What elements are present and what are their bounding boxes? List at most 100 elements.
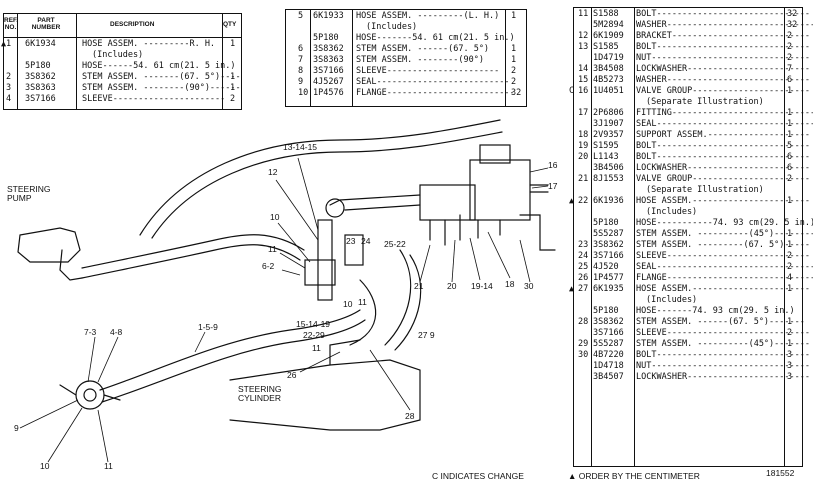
- callout-21: 21: [414, 281, 424, 291]
- table2-col-part: [310, 9, 311, 106]
- row-quantity: 1: [787, 284, 793, 294]
- callout-7-3: 7-3: [84, 327, 97, 337]
- row-quantity: 4: [787, 273, 793, 283]
- row-part-number: 3S8362: [313, 44, 344, 54]
- row-part-number: 3S8362: [593, 240, 624, 250]
- leader-12: [275, 179, 319, 241]
- row-description: STEM ASSEM. --------(90°)------: [82, 83, 241, 93]
- row-ref-number: 11: [578, 9, 589, 19]
- row-ref-number: 10: [298, 88, 309, 98]
- row-ref-number: 19: [578, 141, 589, 151]
- hose-lower-long-b: [101, 319, 366, 403]
- row-ref-number: 17: [578, 108, 589, 118]
- hose-lower-1: [349, 279, 377, 346]
- change-note: C INDICATES CHANGE: [432, 471, 524, 481]
- callout-28: 28: [405, 411, 415, 421]
- row-description: HOSE-----------74. 93 cm(29. 5 in.): [636, 218, 813, 228]
- table1-header-ref: REF. NO.: [4, 17, 19, 31]
- pipe-valve-left: [329, 194, 421, 206]
- row-quantity: 1: [787, 317, 793, 327]
- leader-28: [369, 349, 411, 411]
- row-part-number: 5P180: [25, 61, 51, 71]
- row-description: (Separate Illustration): [646, 97, 764, 107]
- row-quantity: 2: [787, 251, 793, 261]
- row-quantity: 3: [787, 372, 793, 382]
- row-part-number: 3S7166: [593, 251, 624, 261]
- table3-frame: [573, 7, 803, 467]
- hose-lower-3: [394, 254, 422, 351]
- row-part-number: 5S5287: [593, 339, 624, 349]
- callout-9: 9: [14, 423, 19, 433]
- parts-row: 15 4B5273 WASHER--------------------------…: [573, 75, 810, 86]
- row-part-number: 1P4576: [313, 88, 344, 98]
- row-quantity: 1: [230, 83, 236, 93]
- row-mark: ▲: [1, 39, 7, 49]
- row-quantity: 1: [787, 339, 793, 349]
- row-ref-number: 15: [578, 75, 589, 85]
- row-description: LOCKWASHER------------------------: [636, 163, 810, 173]
- callout-27-9: 27 9: [418, 330, 435, 340]
- hose-pump-upper-b: [81, 234, 305, 269]
- row-quantity: 3: [787, 361, 793, 371]
- row-quantity: 1: [511, 11, 517, 21]
- hub-arm: [59, 384, 121, 401]
- row-mark: ▲: [569, 196, 575, 206]
- row-part-number: 5P180: [593, 306, 619, 316]
- row-description: NUT-------------------------------: [636, 53, 810, 63]
- row-quantity: 1: [787, 229, 793, 239]
- callout-13-14-15: 13-14-15: [283, 142, 318, 152]
- row-quantity: 1: [230, 72, 236, 82]
- row-ref-number: 9: [298, 77, 304, 87]
- row-ref-number: 5: [298, 11, 304, 21]
- row-part-number: 6K1936: [593, 196, 624, 206]
- row-description: SEAL-------------------------------: [636, 262, 813, 272]
- callout-26: 26: [287, 370, 297, 380]
- row-quantity: 2: [511, 66, 517, 76]
- row-part-number: 5M2894: [593, 20, 624, 30]
- row-ref-number: 12: [578, 31, 589, 41]
- row-description: SLEEVE----------------------: [82, 94, 226, 104]
- row-mark: ▲: [569, 284, 575, 294]
- hose-top-arc-b: [151, 131, 503, 239]
- row-quantity: 2: [787, 42, 793, 52]
- leader-30: [519, 239, 531, 283]
- callout-10c: 10: [40, 461, 50, 471]
- row-quantity: 2: [787, 328, 793, 338]
- row-ref-number: 24: [578, 251, 589, 261]
- row-quantity: 1: [787, 108, 793, 118]
- row-part-number: 4B5273: [593, 75, 624, 85]
- row-description: VALVE GROUP-----------------------: [636, 174, 810, 184]
- row-description: BOLT------------------------------: [636, 42, 810, 52]
- row-ref-number: 3: [6, 83, 12, 93]
- hub-fitting-inner: [83, 388, 97, 402]
- table3-col-part: [591, 7, 592, 466]
- row-ref-number: 20: [578, 152, 589, 162]
- row-part-number: 3J1907: [593, 119, 624, 129]
- row-quantity: 1: [787, 130, 793, 140]
- parts-row: (Includes): [573, 207, 801, 218]
- right-bracket: [519, 214, 556, 251]
- callout-15-14-19: 15-14-19: [296, 319, 331, 329]
- table1-col-desc: [222, 13, 223, 109]
- callout-10b: 10: [343, 299, 353, 309]
- parts-row: (Includes): [573, 295, 801, 306]
- row-part-number: 1D4718: [593, 361, 624, 371]
- row-description: WASHER----------------------------: [636, 75, 810, 85]
- row-description: STEM ASSEM. ------(67. 5°)-------: [636, 317, 805, 327]
- row-ref-number: 13: [578, 42, 589, 52]
- table2-col-qty: [505, 9, 506, 106]
- label-steering-pump: STEERING PUMP: [7, 184, 51, 203]
